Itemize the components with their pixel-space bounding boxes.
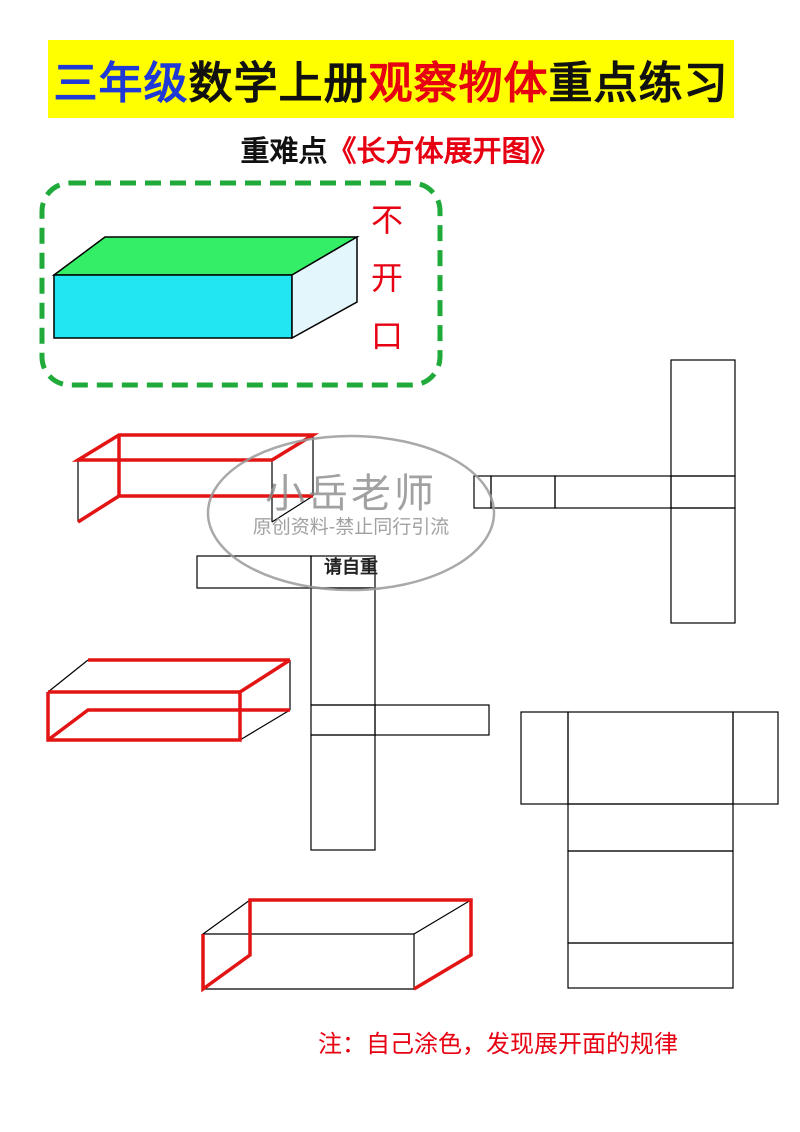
cuboid-1-top-outline [71,433,320,462]
title-banner: 三年级 数学上册 观察物体 重点练习 [48,40,734,118]
subtitle-topic: 《长方体展开图》 [327,134,560,168]
title-practice: 重点练习 [548,58,729,109]
cuboid-2 [46,658,291,742]
title-grade: 三年级 [53,58,189,109]
vertical-char-3: 口 [370,317,403,355]
watermark-oval [206,434,496,592]
cuboid-front-face [53,274,293,339]
example-box-frame [39,180,443,388]
net-2 [196,555,490,851]
vertical-label-no-opening: 不 开 口 [365,200,409,356]
cuboid-3 [201,898,473,993]
instruction-note: 注：自己涂色，发现展开面的规律 [318,1030,678,1058]
net-1 [473,359,736,624]
title-subject: 数学上册 [188,58,369,109]
net-3 [520,711,779,989]
watermark-respect: 请自重 [324,557,378,578]
vertical-char-1: 不 [370,201,403,239]
subtitle-label: 重难点 [240,134,328,168]
watermark-notice: 原创资料-禁止同行引流 [252,516,450,538]
subtitle: 重难点《长方体展开图》 [0,128,800,170]
watermark-name: 小岳老师 [265,471,437,517]
title-topic: 观察物体 [368,58,549,109]
cuboid-1 [71,433,320,524]
cuboid-side-face [291,235,358,340]
vertical-char-2: 开 [370,259,403,297]
